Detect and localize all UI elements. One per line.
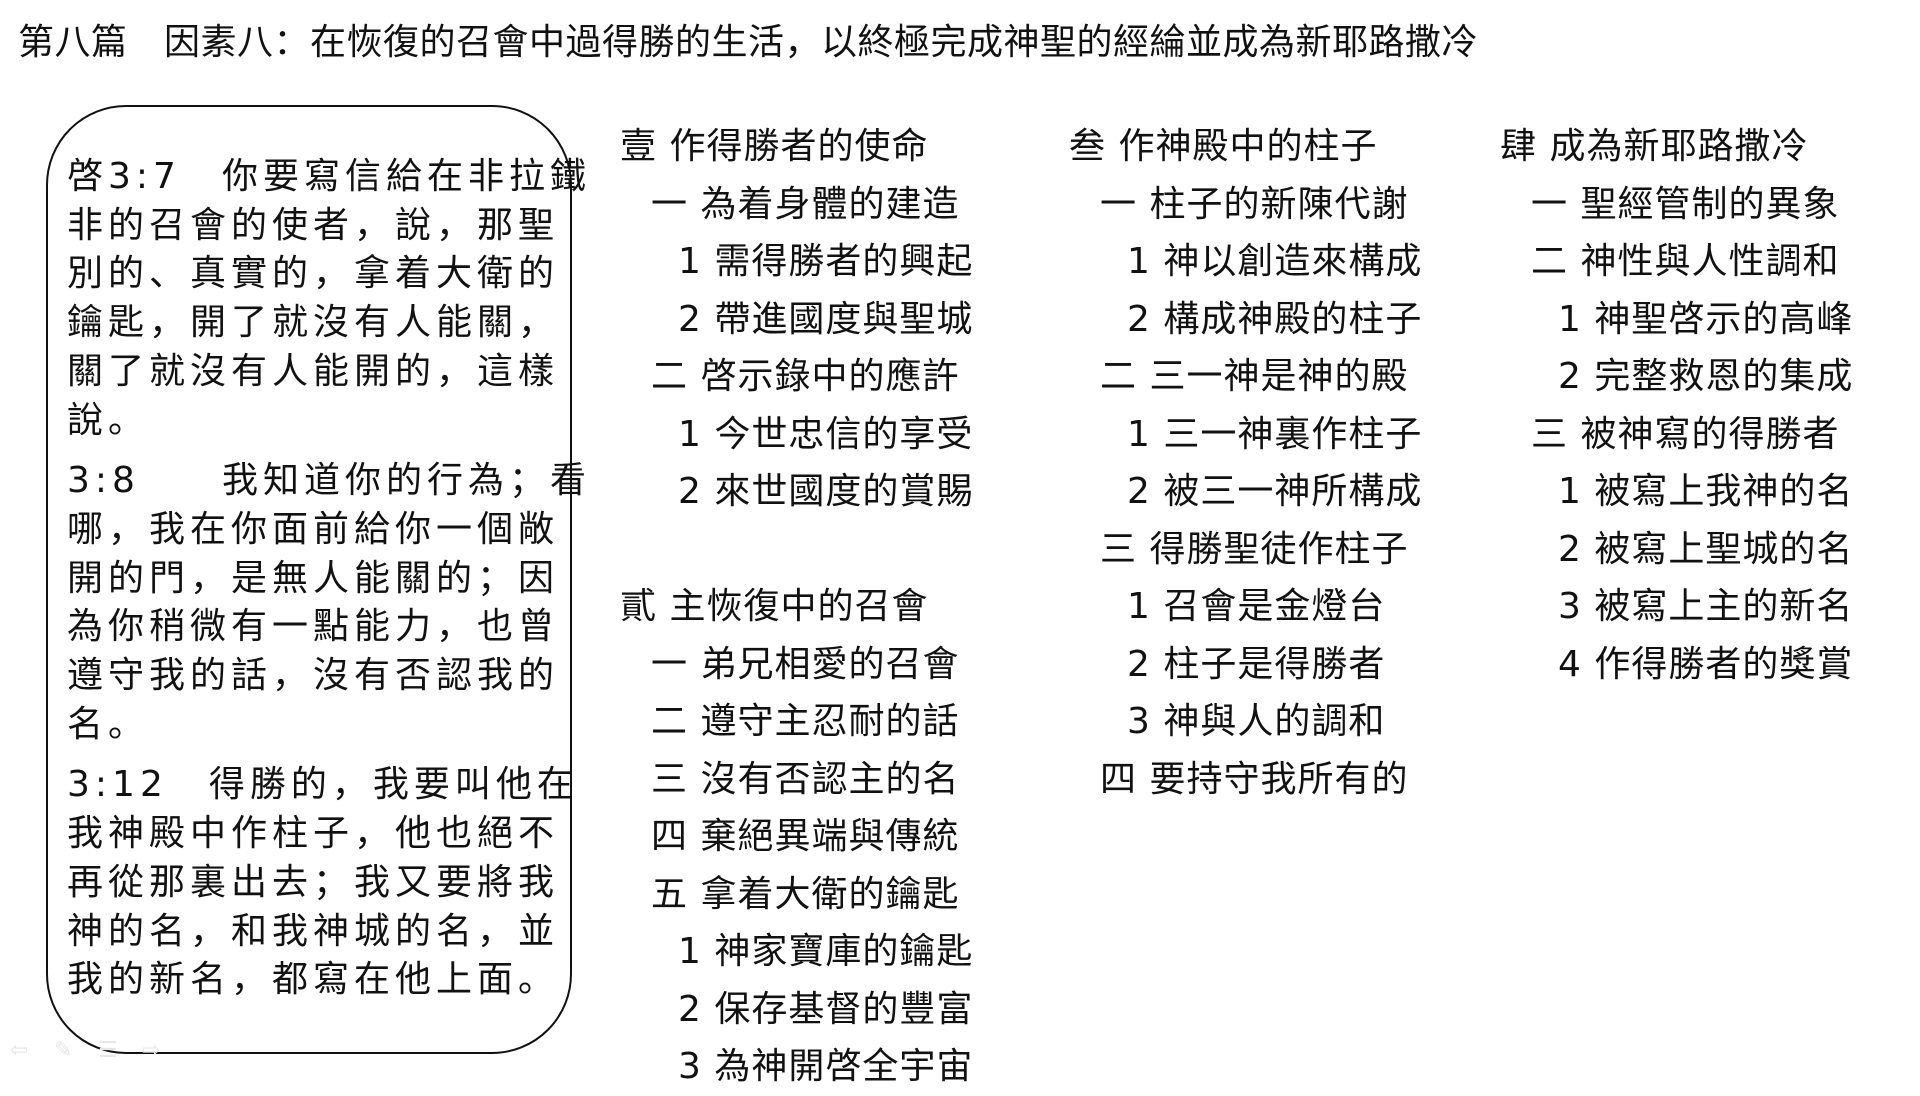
verse-line: 關了就沒有人能開的，這樣 [67,350,560,392]
outline-item: 2 保存基督的豐富 [678,988,974,1030]
outline-item: 1 神以創造來構成 [1127,241,1423,282]
pen-icon[interactable]: ✎ [54,1038,73,1063]
verse-line: 哪，我在你面前給你一個敞 [67,508,560,550]
outline-heading: 肆 成為新耶路撒冷 [1500,126,1809,167]
verse-line: 開的門，是無人能關的；因 [67,557,560,599]
outline-item: 1 三一神裏作柱子 [1127,413,1423,455]
verse-line: 神的名，和我神城的名，並 [67,910,560,952]
outline-item: 2 柱子是得勝者 [1127,643,1386,685]
outline-item: 一 柱子的新陳代謝 [1100,183,1409,225]
outline-item: 三 沒有否認主的名 [651,758,960,800]
outline-item: 2 來世國度的賞賜 [678,471,974,512]
outline-item: 三 被神寫的得勝者 [1531,413,1840,455]
outline-item: 一 為着身體的建造 [651,183,960,225]
verse-line: 我神殿中作柱子，他也絕不 [67,813,560,855]
slide-title: 第八篇 因素八：在恢復的召會中過得勝的生活，以終極完成神聖的經綸並成為新耶路撒冷 [18,22,1479,63]
outline-heading: 貳 主恢復中的召會 [620,586,929,627]
outline-item: 一 弟兄相愛的召會 [651,643,960,685]
outline-item: 五 拿着大衛的鑰匙 [651,873,960,915]
slideshow-nav: ⇦ ✎ ☰ ⇨ [10,1040,164,1062]
outline-heading: 壹 作得勝者的使命 [620,126,929,167]
verse-paragraph: 3:12 得勝的，我要叫他在我神殿中作柱子，他也絕不再從那裏出去；我又要將我神的… [67,761,578,1005]
verse-line: 非的召會的使者，說，那聖 [67,204,560,246]
verse-line: 3:12 得勝的，我要叫他在 [67,764,578,806]
verse-line: 別的、真實的，拿着大衛的 [67,253,560,295]
arrow-left-icon[interactable]: ⇦ [10,1038,29,1063]
outline-item: 二 三一神是神的殿 [1100,356,1409,397]
verse-line: 說。 [67,399,150,441]
outline-column-3: 肆 成為新耶路撒冷一 聖經管制的異象二 神性與人性調和 1 神聖啓示的高峰 2 完整… [1500,118,1853,693]
outline-item: 1 神聖啓示的高峰 [1558,298,1854,340]
outline-item: 三 得勝聖徒作柱子 [1100,528,1409,570]
outline-item: 3 為神開啓全宇宙 [678,1046,974,1087]
outline-item: 3 被寫上主的新名 [1558,586,1854,627]
outline-item: 2 完整救恩的集成 [1558,356,1854,397]
outline-item: 1 需得勝者的興起 [678,241,974,282]
outline-heading: 叁 作神殿中的柱子 [1069,126,1378,167]
outline-item: 二 啓示錄中的應許 [651,356,960,397]
outline-item: 2 構成神殿的柱子 [1127,298,1423,340]
verse-box [46,105,572,1054]
verse-list: 啓3:7 你要寫信給在非拉鐵非的召會的使者，說，那聖別的、真實的，拿着大衛的鑰匙… [67,153,591,1017]
outline-item: 4 作得勝者的獎賞 [1558,643,1854,685]
outline-item: 2 被三一神所構成 [1127,471,1423,512]
outline-item: 2 被寫上聖城的名 [1558,528,1854,570]
verse-paragraph: 3:8 我知道你的行為；看哪，我在你面前給你一個敞開的門，是無人能關的；因為你稍… [67,457,591,749]
outline-item: 3 神與人的調和 [1127,701,1386,742]
outline-item: 二 遵守主忍耐的話 [651,701,960,742]
outline-item: 1 召會是金燈台 [1127,586,1386,627]
outline-item: 一 聖經管制的異象 [1531,183,1840,225]
outline-item: 二 神性與人性調和 [1531,241,1840,282]
verse-line: 啓3:7 你要寫信給在非拉鐵 [67,156,591,197]
outline-item: 1 神家寶庫的鑰匙 [678,931,974,972]
outline-item: 1 被寫上我神的名 [1558,471,1854,512]
verse-paragraph: 啓3:7 你要寫信給在非拉鐵非的召會的使者，說，那聖別的、真實的，拿着大衛的鑰匙… [67,153,591,445]
outline-column-2: 叁 作神殿中的柱子一 柱子的新陳代謝 1 神以創造來構成 2 構成神殿的柱子二 三一… [1069,118,1422,808]
verse-line: 遵守我的話，沒有否認我的 [67,655,560,697]
verse-line: 鑰匙，開了就沒有人能關， [67,302,560,344]
outline-item: 四 棄絕異端與傳統 [651,816,960,857]
menu-icon[interactable]: ☰ [98,1038,118,1063]
verse-line: 再從那裏出去；我又要將我 [67,861,560,903]
outline-item: 1 今世忠信的享受 [678,413,974,455]
verse-line: 我的新名，都寫在他上面。 [67,959,560,1001]
arrow-right-icon[interactable]: ⇨ [142,1038,161,1063]
verse-line: 名。 [67,703,150,745]
outline-column-1: 壹 作得勝者的使命一 為着身體的建造 1 需得勝者的興起 2 帶進國度與聖城二 啓示… [620,118,973,1096]
outline-item: 四 要持守我所有的 [1100,758,1409,800]
outline-item: 2 帶進國度與聖城 [678,298,974,340]
spacer [620,521,973,579]
verse-line: 為你稍微有一點能力，也曾 [67,606,560,648]
verse-line: 3:8 我知道你的行為；看 [67,460,591,502]
